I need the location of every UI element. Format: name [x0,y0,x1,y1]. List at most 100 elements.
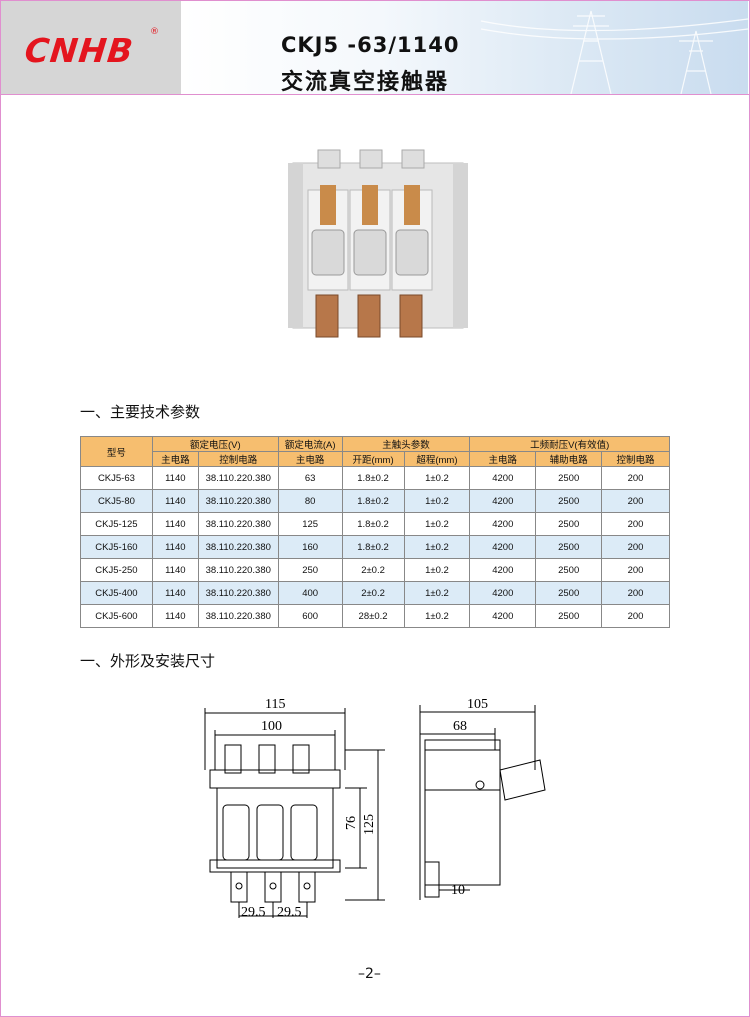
cell-withstand-aux: 2500 [535,489,603,513]
cell-current: 160 [277,535,343,559]
cell-gap: 1.8±0.2 [341,489,405,513]
cell-model: CKJ5-250 [80,558,153,582]
dim-125: 125 [362,814,377,835]
header-withstand-voltage: 工频耐压V(有效值) [469,436,670,452]
table-row: CKJ5-600 1140 38.110.220.380 600 28±0.2 … [80,604,670,628]
dim-pitch-left: 29.5 [241,905,266,920]
header-divider [1,94,749,95]
table-row: CKJ5-250 1140 38.110.220.380 250 2±0.2 1… [80,558,670,582]
cell-gap: 2±0.2 [341,581,405,605]
cell-withstand-control: 200 [601,489,670,513]
spec-table: 型号 额定电压(V) 额定电流(A) 主触头参数 工频耐压V(有效值) 主电路 … [80,436,670,628]
cell-gap: 1.8±0.2 [341,466,405,490]
subheader-gap: 开距(mm) [341,451,405,467]
dim-68: 68 [453,719,467,734]
table-row: CKJ5-400 1140 38.110.220.380 400 2±0.2 1… [80,581,670,605]
header-rated-current: 额定电流(A) [277,436,343,452]
cell-overtravel: 1±0.2 [403,558,471,582]
header-main-contact: 主触头参数 [341,436,471,452]
cell-withstand-main: 4200 [469,489,537,513]
page-number: –2– [358,966,381,982]
subheader-withstand-aux: 辅助电路 [535,451,603,467]
cell-withstand-main: 4200 [469,558,537,582]
dim-76: 76 [344,816,359,830]
cell-voltage-main: 1140 [151,489,199,513]
cell-overtravel: 1±0.2 [403,604,471,628]
cell-withstand-control: 200 [601,558,670,582]
side-view-drawing: 105 68 10 [419,697,546,900]
cell-current: 125 [277,512,343,536]
cell-voltage-control: 38.110.220.380 [197,535,279,559]
cell-overtravel: 1±0.2 [403,512,471,536]
cell-voltage-main: 1140 [151,581,199,605]
section-title-params: 一、主要技术参数 [80,403,201,421]
cell-voltage-control: 38.110.220.380 [197,604,279,628]
cell-overtravel: 1±0.2 [403,581,471,605]
dim-115: 115 [265,697,285,712]
cell-gap: 1.8±0.2 [341,535,405,559]
subheader-voltage-control: 控制电路 [197,451,279,467]
table-row: CKJ5-160 1140 38.110.220.380 160 1.8±0.2… [80,535,670,559]
subheader-withstand-control: 控制电路 [601,451,670,467]
header-banner [181,1,748,94]
registered-mark: ® [150,27,159,37]
cell-current: 80 [277,489,343,513]
cell-withstand-main: 4200 [469,466,537,490]
product-name-title: 交流真空接触器 [281,70,450,95]
logo-panel: CNHB ® [1,1,181,94]
cell-withstand-aux: 2500 [535,558,603,582]
cell-current: 250 [277,558,343,582]
cell-withstand-main: 4200 [469,535,537,559]
cell-model: CKJ5-400 [80,581,153,605]
table-row: CKJ5-125 1140 38.110.220.380 125 1.8±0.2… [80,512,670,536]
subheader-current-main: 主电路 [277,451,343,467]
cell-model: CKJ5-600 [80,604,153,628]
cell-withstand-control: 200 [601,581,670,605]
cell-withstand-aux: 2500 [535,535,603,559]
cell-voltage-main: 1140 [151,466,199,490]
cell-withstand-control: 200 [601,535,670,559]
cell-gap: 28±0.2 [341,604,405,628]
subheader-withstand-main: 主电路 [469,451,537,467]
subheader-voltage-main: 主电路 [151,451,199,467]
cell-withstand-aux: 2500 [535,466,603,490]
cell-withstand-control: 200 [601,604,670,628]
dim-100: 100 [261,719,282,734]
cell-withstand-main: 4200 [469,512,537,536]
cell-gap: 1.8±0.2 [341,512,405,536]
cell-current: 400 [277,581,343,605]
cell-voltage-control: 38.110.220.380 [197,558,279,582]
table-row: CKJ5-63 1140 38.110.220.380 63 1.8±0.2 1… [80,466,670,490]
cell-withstand-control: 200 [601,466,670,490]
front-view-drawing: 115 100 76 125 29.5 29.5 [204,697,385,920]
cell-current: 63 [277,466,343,490]
cell-withstand-aux: 2500 [535,604,603,628]
cell-voltage-main: 1140 [151,604,199,628]
brand-logo: CNHB [22,31,136,70]
cell-model: CKJ5-125 [80,512,153,536]
cell-model: CKJ5-80 [80,489,153,513]
cell-overtravel: 1±0.2 [403,489,471,513]
subheader-overtravel: 超程(mm) [403,451,471,467]
cell-withstand-aux: 2500 [535,581,603,605]
header-rated-voltage: 额定电压(V) [151,436,279,452]
cell-voltage-main: 1140 [151,512,199,536]
cell-withstand-control: 200 [601,512,670,536]
header-model: 型号 [80,436,153,467]
product-photo [288,149,468,338]
dim-10: 10 [451,883,465,898]
cell-voltage-control: 38.110.220.380 [197,466,279,490]
cell-gap: 2±0.2 [341,558,405,582]
section-title-dimensions: 一、外形及安装尺寸 [80,652,216,670]
cell-withstand-main: 4200 [469,581,537,605]
cell-model: CKJ5-63 [80,466,153,490]
cell-model: CKJ5-160 [80,535,153,559]
product-model-title: CKJ5 -63/1140 [281,33,460,57]
table-row: CKJ5-80 1140 38.110.220.380 80 1.8±0.2 1… [80,489,670,513]
cell-voltage-main: 1140 [151,558,199,582]
cell-overtravel: 1±0.2 [403,535,471,559]
dim-pitch-right: 29.5 [277,905,302,920]
cell-voltage-control: 38.110.220.380 [197,581,279,605]
dim-105: 105 [467,697,488,712]
cell-voltage-main: 1140 [151,535,199,559]
